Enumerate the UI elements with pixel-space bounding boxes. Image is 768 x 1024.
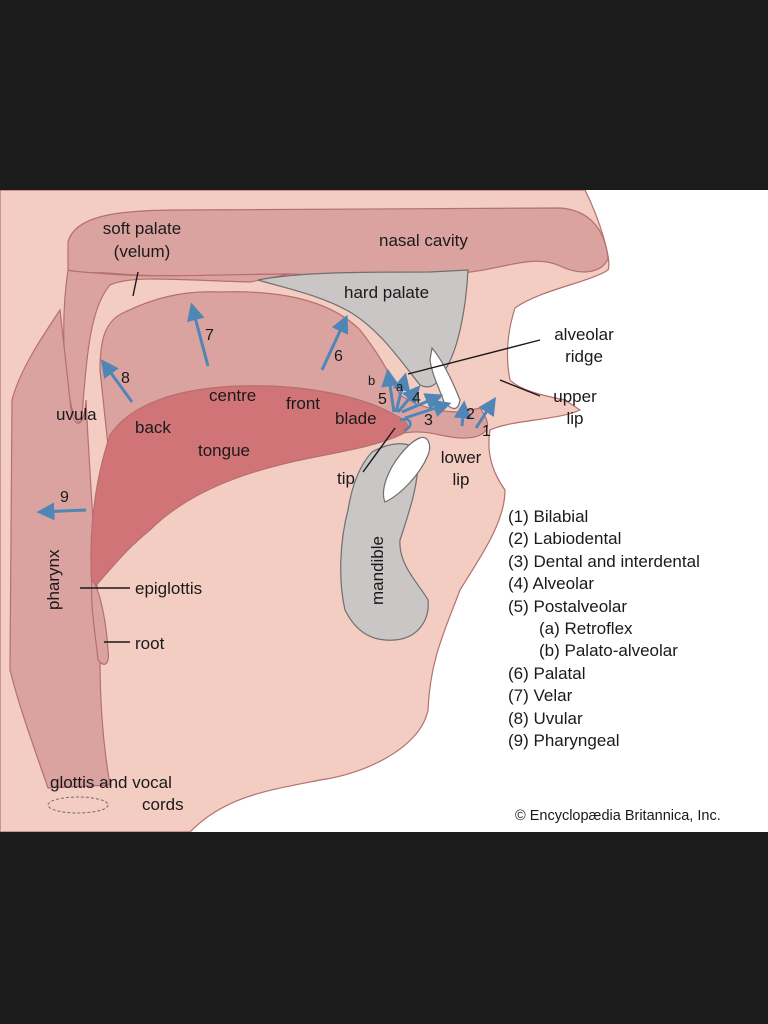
label-ridge: ridge bbox=[565, 347, 603, 366]
alveolar-leader bbox=[407, 339, 541, 375]
label-front: front bbox=[286, 394, 321, 413]
number-8: 8 bbox=[121, 370, 130, 387]
label-tongue: tongue bbox=[198, 441, 250, 460]
label-root: root bbox=[135, 634, 165, 653]
upper-lip-leader bbox=[499, 379, 541, 397]
label-mandible: mandible bbox=[368, 536, 387, 605]
label-nasal-cavity: nasal cavity bbox=[379, 231, 468, 250]
vocal-tract-illustration bbox=[0, 190, 610, 832]
arrow-5 bbox=[392, 372, 411, 413]
label-centre: centre bbox=[209, 386, 257, 405]
legend-item-uvular: (8) Uvular bbox=[508, 708, 583, 728]
label-upper: upper bbox=[553, 387, 597, 406]
arrow-5a bbox=[396, 385, 421, 413]
arrow-5b bbox=[381, 368, 400, 413]
label-glottis: glottis and vocal bbox=[50, 773, 172, 792]
label-pharynx: pharynx bbox=[44, 549, 63, 610]
glottis-ring bbox=[47, 796, 109, 814]
label-blade: blade bbox=[335, 409, 377, 428]
number-5: 5 bbox=[378, 391, 387, 408]
arrow-8 bbox=[100, 359, 134, 403]
number-1: 1 bbox=[482, 423, 491, 440]
label-cords: cords bbox=[142, 795, 184, 814]
label-lower: lower bbox=[440, 448, 482, 467]
label-lower-lip: lip bbox=[452, 470, 470, 489]
label-velum: (velum) bbox=[113, 242, 171, 261]
legend-item-palato-alveolar: (b) Palato-alveolar bbox=[539, 641, 678, 661]
label-upper-lip: lip bbox=[566, 409, 584, 428]
legend-item-dental: (3) Dental and interdental bbox=[508, 551, 700, 571]
velum-leader bbox=[132, 271, 139, 297]
legend-item-labiodental: (2) Labiodental bbox=[508, 529, 622, 549]
number-9: 9 bbox=[60, 489, 69, 506]
tip-leader bbox=[362, 427, 396, 473]
legend-item-pharyngeal: (9) Pharyngeal bbox=[508, 731, 620, 751]
label-epiglottis: epiglottis bbox=[135, 579, 203, 598]
number-4: 4 bbox=[412, 390, 421, 407]
label-alveolar: alveolar bbox=[554, 325, 614, 344]
label-soft-palate: soft palate bbox=[102, 219, 182, 238]
number-7: 7 bbox=[205, 327, 214, 344]
epiglottis-shape bbox=[90, 578, 109, 665]
legend-item-retroflex: (a) Retroflex bbox=[539, 619, 633, 639]
letter-b: b bbox=[368, 373, 376, 388]
label-hard-palate: hard palate bbox=[344, 283, 430, 302]
diagram-panel: soft palate (velum) nasal cavity hard pa… bbox=[0, 190, 768, 832]
arrow-9 bbox=[36, 502, 87, 521]
legend: (1) Bilabial (2) Labiodental (3) Dental … bbox=[508, 506, 700, 752]
lower-tooth bbox=[382, 436, 431, 503]
copyright-notice: © Encyclopædia Britannica, Inc. bbox=[515, 808, 721, 824]
number-2: 2 bbox=[466, 406, 475, 423]
arrow-1 bbox=[474, 396, 496, 429]
label-back: back bbox=[135, 418, 171, 437]
legend-item-palatal: (6) Palatal bbox=[508, 663, 586, 683]
upper-tooth bbox=[429, 346, 461, 410]
arrow-6 bbox=[320, 314, 349, 371]
label-tip: tip bbox=[337, 469, 355, 488]
letter-a: a bbox=[396, 379, 404, 394]
label-uvula: uvula bbox=[56, 405, 97, 424]
legend-item-postalveolar: (5) Postalveolar bbox=[508, 596, 628, 616]
legend-item-bilabial: (1) Bilabial bbox=[508, 507, 589, 526]
legend-item-velar: (7) Velar bbox=[508, 686, 573, 706]
arrow-7 bbox=[187, 302, 210, 367]
number-6: 6 bbox=[334, 348, 343, 365]
legend-item-alveolar: (4) Alveolar bbox=[508, 574, 594, 594]
arrow-4 bbox=[401, 393, 444, 414]
number-3: 3 bbox=[424, 412, 433, 429]
arrow-2 bbox=[453, 400, 472, 427]
tongue-tip-curl bbox=[399, 417, 412, 432]
